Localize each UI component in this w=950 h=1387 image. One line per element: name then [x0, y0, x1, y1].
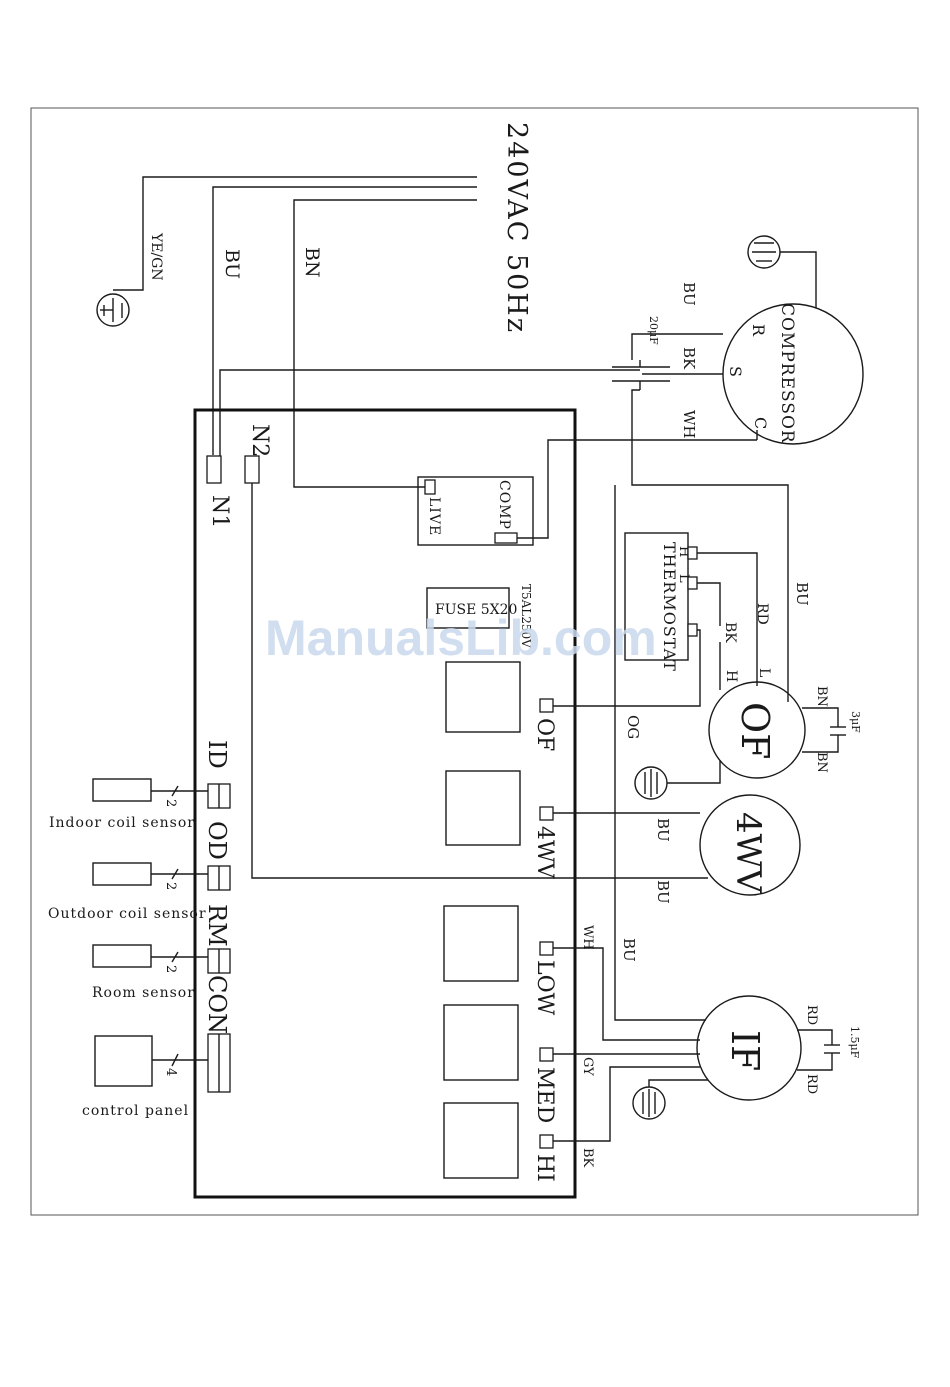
label-compressor-r: R	[749, 324, 768, 337]
label-compressor-c: C	[751, 417, 770, 429]
wire-label-if-rd1: RD	[804, 1005, 819, 1025]
label-of: OF	[532, 718, 557, 751]
wire-thermostat-l	[697, 583, 720, 626]
label-four-way-valve: 4WV	[728, 812, 768, 895]
supply-label: 240VAC 50Hz	[501, 122, 532, 334]
room-sensor	[93, 945, 151, 967]
ground-icon	[97, 294, 129, 326]
wire-label-of-bn1: BN	[814, 686, 829, 707]
wire-label-if-bu: BU	[620, 938, 638, 962]
outdoor-coil-sensor	[93, 863, 151, 885]
label-compressor: COMPRESSOR	[777, 303, 797, 444]
wire-n1-compressor	[220, 370, 640, 456]
terminal-hi	[540, 1135, 553, 1148]
relay-of	[446, 662, 520, 732]
label-outdoor-coil-sensor: Outdoor coil sensor	[48, 906, 207, 922]
label-thermostat: THERMOSTAT	[660, 542, 679, 672]
label-compressor-s: S	[726, 366, 745, 377]
wire-label-thermostat-h: H	[723, 670, 739, 682]
label-live: LIVE	[426, 497, 442, 536]
label-n2: N2	[247, 424, 272, 457]
terminal-live	[425, 480, 435, 494]
wire-n2-4wv	[252, 483, 708, 878]
relay-med	[444, 1005, 518, 1080]
relay-low	[444, 906, 518, 981]
label-con: CON	[203, 975, 231, 1034]
wire-label-if-wh: WH	[580, 925, 595, 950]
wire-label-thermostat-bk: BK	[722, 622, 738, 643]
terminal-low	[540, 942, 553, 955]
count-indoor: 2	[163, 799, 178, 807]
count-outdoor: 2	[163, 882, 178, 890]
label-indoor-coil-sensor: Indoor coil sensor	[49, 815, 195, 831]
compressor-capacitor: 20μF	[647, 316, 660, 345]
label-room-sensor: Room sensor	[92, 985, 195, 1001]
wire-comp-out	[517, 440, 757, 538]
outdoor-fan-capacitor: 3μF	[849, 711, 862, 733]
label-med: MED	[532, 1067, 557, 1123]
wire-label-of-bn2: BN	[814, 752, 829, 773]
watermark: ManualsLib.com	[265, 610, 657, 666]
relay-hi	[444, 1103, 518, 1178]
capacitor-20uf	[612, 360, 670, 390]
relay-4wv	[446, 771, 520, 845]
terminal-med	[540, 1048, 553, 1061]
wire-compressor-r	[632, 334, 723, 360]
label-4wv: 4WV	[532, 826, 557, 880]
label-indoor-fan: IF	[723, 1030, 767, 1071]
wire-label-of-bu: BU	[793, 582, 811, 606]
terminal-of	[540, 699, 553, 712]
supply-wires	[113, 177, 477, 487]
indoor-fan-capacitor: 1.5μF	[848, 1026, 861, 1059]
capacitor-1-5uf	[797, 1030, 840, 1070]
count-room: 2	[163, 965, 178, 973]
wire-label-compressor-bk: BK	[680, 347, 698, 370]
wire-label-compressor-bu: BU	[680, 282, 698, 306]
wire-label-of-og: OG	[624, 715, 642, 739]
label-rm: RM	[203, 904, 231, 947]
label-hi: HI	[532, 1154, 557, 1182]
capacitor-3uf	[802, 708, 846, 752]
terminal-n1	[207, 456, 221, 483]
terminal-comp	[495, 533, 517, 543]
label-id: ID	[203, 740, 231, 769]
indoor-coil-sensor	[93, 779, 151, 801]
wire-label-4wv-bu2: BU	[654, 880, 672, 904]
wire-label-if-gy: GY	[580, 1057, 595, 1076]
control-panel	[95, 1036, 152, 1086]
label-od: OD	[203, 821, 231, 860]
ground-icon	[633, 1080, 708, 1119]
wire-label-if-bk: BK	[580, 1148, 595, 1168]
wire-label-bu-supply: BU	[221, 249, 243, 279]
terminal-4wv	[540, 807, 553, 820]
wire-label-thermostat-l: L	[756, 668, 772, 677]
count-control-panel: 4	[163, 1068, 178, 1076]
label-outdoor-fan: OF	[733, 702, 777, 760]
wire-label-compressor-wh: WH	[680, 410, 698, 439]
wire-label-bn-supply: BN	[301, 247, 323, 278]
wire-label-yegn: YE/GN	[148, 232, 164, 281]
ground-icon	[635, 760, 720, 799]
ground-icon	[748, 236, 816, 308]
label-control-panel: control panel	[82, 1103, 189, 1119]
wire-label-thermostat-rd: RD	[754, 603, 770, 625]
label-comp: COMP	[496, 480, 512, 530]
wire-thermostat-h	[697, 553, 757, 686]
label-n1: N1	[207, 495, 232, 528]
wire-label-if-rd2: RD	[804, 1074, 819, 1094]
wire-label-4wv-bu1: BU	[654, 818, 672, 842]
label-low: LOW	[532, 960, 557, 1016]
terminal-n2	[245, 456, 259, 483]
